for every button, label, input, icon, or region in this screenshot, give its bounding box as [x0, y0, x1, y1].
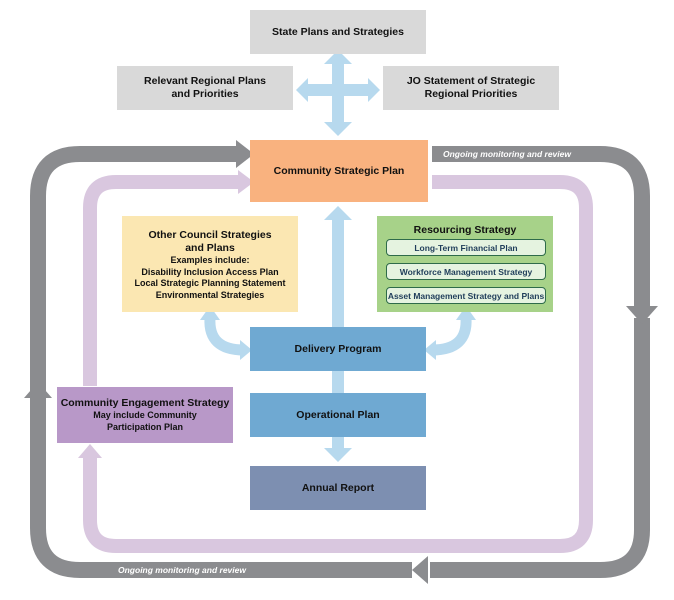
- other-strategies-line-1: Examples include:: [170, 255, 250, 265]
- community-strategic-plan-box: Community Strategic Plan: [250, 140, 428, 202]
- monitoring-label-top: Ongoing monitoring and review: [443, 149, 571, 159]
- state-plans-box: State Plans and Strategies: [250, 10, 426, 54]
- regional-plans-box: Relevant Regional Plans and Priorities: [117, 66, 293, 110]
- other-strategies-title-1: Other Council Strategies: [148, 229, 272, 241]
- jo-statement-line-2: Regional Priorities: [424, 88, 518, 100]
- annual-report-label: Annual Report: [301, 481, 375, 494]
- resourcing-strategy-title: Resourcing Strategy: [413, 224, 517, 236]
- regional-plans-line-1: Relevant Regional Plans: [144, 75, 266, 87]
- other-strategies-line-2: Disability Inclusion Access Plan: [141, 266, 279, 277]
- other-strategies-title-2: and Plans: [185, 242, 235, 254]
- other-council-strategies-box: Other Council Strategies and Plans Examp…: [122, 216, 298, 312]
- purple-engagement-loop: [83, 175, 593, 553]
- other-strategies-line-3: Local Strategic Planning Statement: [134, 278, 286, 288]
- annual-report-box: Annual Report: [250, 466, 426, 510]
- regional-plans-line-2: and Priorities: [171, 88, 239, 100]
- delivery-program-label: Delivery Program: [294, 342, 382, 355]
- grey-arrowhead-top: [236, 140, 254, 168]
- asset-management-strategy: Asset Management Strategy and Plans: [386, 287, 546, 304]
- jo-statement-box: JO Statement of Strategic Regional Prior…: [383, 66, 559, 110]
- grey-arrowhead-bottom: [412, 556, 428, 584]
- jo-statement-line-1: JO Statement of Strategic: [406, 75, 536, 87]
- engagement-title: Community Engagement Strategy: [60, 397, 230, 409]
- community-strategic-plan-label: Community Strategic Plan: [273, 164, 405, 177]
- operational-plan-label: Operational Plan: [296, 408, 380, 421]
- delivery-program-box: Delivery Program: [250, 327, 426, 371]
- long-term-financial-plan: Long-Term Financial Plan: [386, 239, 546, 256]
- other-strategies-line-4: Environmental Strategies: [155, 289, 265, 300]
- engagement-line-1: May include Community: [93, 410, 197, 420]
- grey-arrowhead-right: [626, 306, 658, 324]
- community-engagement-box: Community Engagement Strategy May includ…: [57, 387, 233, 443]
- purple-arrowhead-bottom: [78, 444, 102, 458]
- state-plans-label: State Plans and Strategies: [272, 25, 404, 38]
- monitoring-label-bottom: Ongoing monitoring and review: [118, 565, 246, 575]
- workforce-management-strategy: Workforce Management Strategy: [386, 263, 546, 280]
- engagement-line-2: Participation Plan: [106, 421, 184, 432]
- grey-monitoring-loop: [30, 146, 650, 578]
- grey-arrowhead-left: [24, 382, 52, 398]
- operational-plan-box: Operational Plan: [250, 393, 426, 437]
- purple-arrowhead-top: [238, 170, 254, 194]
